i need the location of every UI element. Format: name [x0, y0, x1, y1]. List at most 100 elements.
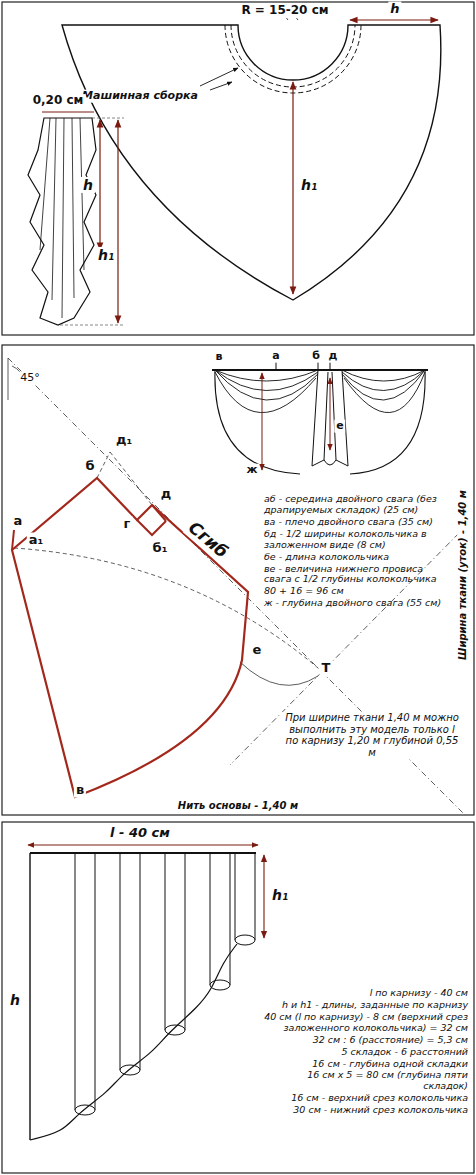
swag-pattern	[12, 478, 248, 797]
dimension-label: R = 15-20 см	[239, 4, 330, 18]
dimension-line	[28, 845, 258, 846]
note-text: 40 см (l по карнизу) - 8 см (верхний сре…	[258, 1012, 470, 1034]
dimension-label: h	[8, 992, 22, 1008]
swag-pattern	[12, 530, 14, 550]
dimension-label: 0,20 см	[31, 94, 86, 108]
note-text: ве - величина нижнего провиса свага с 1/…	[262, 564, 454, 586]
dimension-label: h₁	[96, 247, 116, 263]
extension-line	[92, 118, 124, 119]
dimension-line	[117, 120, 118, 323]
dimension-line	[99, 120, 100, 250]
dimension-label: г	[122, 517, 133, 532]
pleat-line	[165, 853, 166, 1030]
dimension-label: l - 40 см	[108, 826, 172, 841]
dimension-label: 45°	[18, 372, 42, 385]
note-text: бе - длина колокольчика	[262, 552, 454, 563]
pleat-line	[230, 853, 231, 985]
pleat-line	[235, 853, 236, 940]
pleat-end	[75, 1105, 95, 1115]
dimension-label: h₁	[270, 887, 290, 903]
note-text: 80 + 16 = 96 см	[262, 586, 454, 597]
dimension-label: б	[83, 459, 96, 474]
cornice-bar	[212, 369, 428, 371]
dimension-line	[330, 378, 331, 450]
note-text: 16 см х 5 = 80 см (глубина пяти складок)	[258, 1070, 470, 1092]
dimension-label: Машинная сборка	[80, 90, 200, 103]
dimension-label: Т	[320, 661, 333, 676]
note-column: l по карнизу - 40 смh и h1 - длины, зада…	[258, 988, 470, 1116]
dimension-label: е	[251, 643, 264, 658]
cascade-drawing	[30, 853, 255, 1140]
note-text: l по карнизу - 40 см	[258, 988, 470, 999]
tick-mark	[276, 362, 277, 370]
dimension-label: h	[388, 2, 401, 17]
extension-line	[60, 325, 124, 326]
dimension-label: При ширине ткани 1,40 м можно выполнить …	[280, 712, 464, 758]
note-text: ва - плечо двойного свага (35 см)	[262, 517, 454, 528]
pleat-line	[140, 853, 141, 1070]
dimension-label: д	[159, 487, 174, 502]
note-text: бд - 1/2 ширины колокольчика в заложенно…	[262, 529, 454, 551]
dimension-label: б₁	[151, 541, 170, 556]
note-text: аб - середина двойного свага (без драпир…	[262, 494, 454, 516]
swag-outline	[215, 370, 425, 474]
axis-line	[8, 358, 9, 400]
dimension-label: д	[327, 350, 340, 363]
cascade-edge	[29, 853, 30, 1140]
cornice-bar	[30, 852, 256, 854]
cascade-hem	[30, 944, 237, 1140]
construction-line	[240, 662, 318, 685]
jabot-drawing	[28, 118, 96, 325]
dimension-label: а₁	[27, 533, 45, 548]
swag-folds	[342, 370, 425, 413]
pleat-end	[120, 1065, 140, 1075]
dimension-label: h	[81, 177, 95, 193]
diagonal-line	[230, 524, 468, 765]
dimension-line	[263, 855, 264, 938]
dimension-label: ж	[245, 464, 260, 477]
tick-mark	[318, 362, 319, 370]
pleat-line	[95, 853, 96, 1110]
note-text: 5 складок - 6 расстояний	[258, 1047, 470, 1058]
note-text: 32 см : 6 (расстояние) = 5,3 см	[258, 1035, 470, 1046]
pleat-line	[120, 853, 121, 1070]
note-text: ж - глубина двойного свага (55 см)	[262, 598, 454, 609]
diagonal-line	[8, 358, 465, 815]
dimension-label: в	[214, 351, 225, 364]
dimension-line	[350, 19, 438, 20]
construction-line	[97, 452, 110, 478]
panel-frame	[2, 345, 474, 815]
pleat-end	[165, 1025, 185, 1035]
note-text: 16 см - глубина одной складки	[258, 1059, 470, 1070]
dimension-label: h₁	[299, 177, 319, 193]
dimension-label: б	[310, 350, 322, 363]
pleat-end	[235, 935, 255, 945]
dimension-label: а	[270, 350, 281, 363]
note-text: h и h1 - длины, заданные по карнизу	[258, 1000, 470, 1011]
dimension-label: д₁	[114, 433, 134, 448]
pleat-line	[185, 853, 186, 1030]
swag-pattern	[152, 505, 166, 521]
note-text: 16 см - верхний срез колокольчика	[258, 1093, 470, 1104]
note-text: 30 см - нижний срез колокольчика	[258, 1105, 470, 1116]
dimension-line	[262, 373, 263, 470]
dimension-label: е	[334, 420, 345, 433]
pleat-line	[210, 853, 211, 985]
dimension-label: в	[74, 783, 86, 798]
dimension-label: Нить основы - 1,40 м	[176, 800, 300, 812]
swag-pattern	[137, 520, 166, 535]
panel-frame	[2, 2, 474, 335]
dimension-line	[292, 82, 293, 294]
bell-jabot	[312, 370, 348, 466]
swag-folds	[215, 370, 318, 413]
leader-line	[210, 82, 232, 90]
pleat-line	[75, 853, 76, 1110]
leader-line	[200, 68, 238, 86]
dimension-label: Ширина ткани (уток) - 1,40 м	[457, 488, 469, 662]
fan-pattern	[62, 25, 441, 300]
note-column: аб - середина двойного свага (без драпир…	[262, 494, 454, 609]
dimension-label: а	[12, 514, 25, 529]
dimension-line	[42, 112, 94, 113]
pleat-line	[255, 853, 256, 940]
